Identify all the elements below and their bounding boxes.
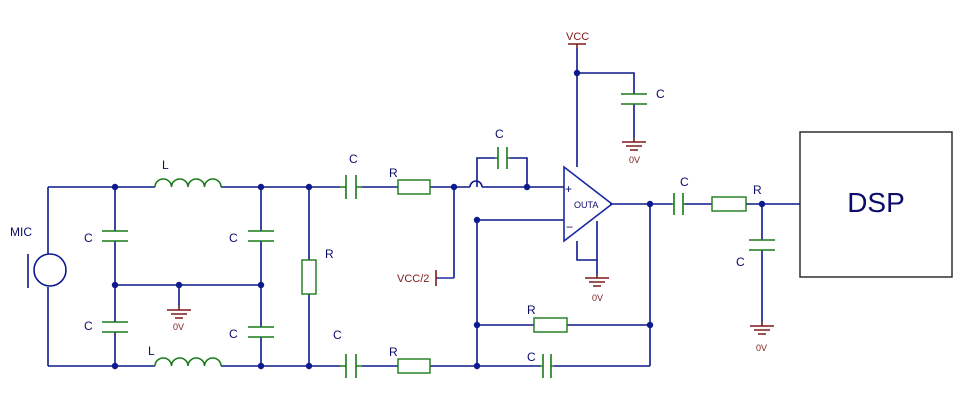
capacitor-output-label: C	[680, 175, 689, 189]
ground-symbol-input: 0V	[167, 306, 191, 332]
inductor-bottom-label: L	[148, 344, 155, 358]
resistor-output: R	[711, 183, 762, 212]
capacitor-series-bottom-label: C	[333, 328, 342, 342]
capacitor-mid-top-label: C	[229, 231, 238, 245]
capacitor-decouple: C	[621, 87, 665, 105]
inductor-bottom: L	[148, 344, 222, 367]
op-amp-plus: +	[565, 182, 572, 196]
resistor-feedback-label: R	[527, 303, 536, 317]
inductor-top: L	[154, 158, 222, 188]
capacitor-feedback-top-label: C	[495, 127, 504, 141]
resistor-shunt: R	[301, 247, 334, 295]
capacitor-series-top-label: C	[349, 152, 358, 166]
vcc-half-bias: VCC/2	[397, 270, 437, 286]
capacitor-mid-top: C	[229, 230, 274, 245]
resistor-series-bottom: R	[389, 345, 431, 374]
capacitor-feedback-bottom-label: C	[527, 350, 536, 364]
inductor-top-label: L	[162, 158, 169, 172]
ground-label-decouple: 0V	[629, 155, 640, 165]
wires	[47, 48, 800, 367]
capacitor-input-bottom: C	[84, 319, 128, 333]
capacitor-input-top-label: C	[84, 231, 93, 245]
capacitor-input-top: C	[84, 230, 128, 245]
microphone: MIC	[10, 225, 67, 288]
ground-label-output: 0V	[756, 343, 767, 353]
capacitor-feedback-bottom: C	[527, 350, 554, 378]
capacitor-series-top: C	[340, 152, 362, 199]
op-amp-label: OUTA	[574, 200, 598, 210]
vcc-supply: VCC	[566, 31, 589, 48]
resistor-feedback: R	[527, 303, 568, 333]
capacitor-mid-bottom-label: C	[229, 327, 238, 341]
resistor-output-label: R	[753, 183, 762, 197]
junction-dots	[111, 69, 766, 370]
vcc-label: VCC	[566, 31, 589, 43]
op-amp-minus: −	[566, 220, 573, 234]
dsp-block: DSP	[799, 131, 953, 278]
ground-symbol-output: 0V	[750, 322, 774, 353]
capacitor-input-bottom-label: C	[84, 319, 93, 333]
capacitor-output-shunt: C	[736, 239, 775, 269]
capacitor-mid-bottom: C	[229, 326, 274, 341]
vcc-half-label: VCC/2	[397, 273, 429, 285]
capacitor-feedback-top: C	[495, 127, 510, 169]
resistor-series-top: R	[389, 166, 431, 195]
resistor-series-bottom-label: R	[389, 345, 398, 359]
ground-label-input: 0V	[173, 322, 184, 332]
ground-label-opamp: 0V	[592, 293, 603, 303]
capacitor-decouple-label: C	[656, 87, 665, 101]
capacitor-series-bottom: C	[333, 328, 362, 378]
dsp-label: DSP	[847, 187, 905, 218]
resistor-shunt-label: R	[325, 247, 334, 261]
resistor-series-top-label: R	[389, 166, 398, 180]
capacitor-output-shunt-label: C	[736, 255, 745, 269]
ground-symbol-opamp: 0V	[585, 275, 609, 303]
op-amp: OUTA + −	[563, 165, 614, 243]
mic-label: MIC	[10, 225, 32, 239]
ground-symbol-decouple: 0V	[622, 138, 646, 165]
capacitor-output: C	[672, 175, 689, 215]
